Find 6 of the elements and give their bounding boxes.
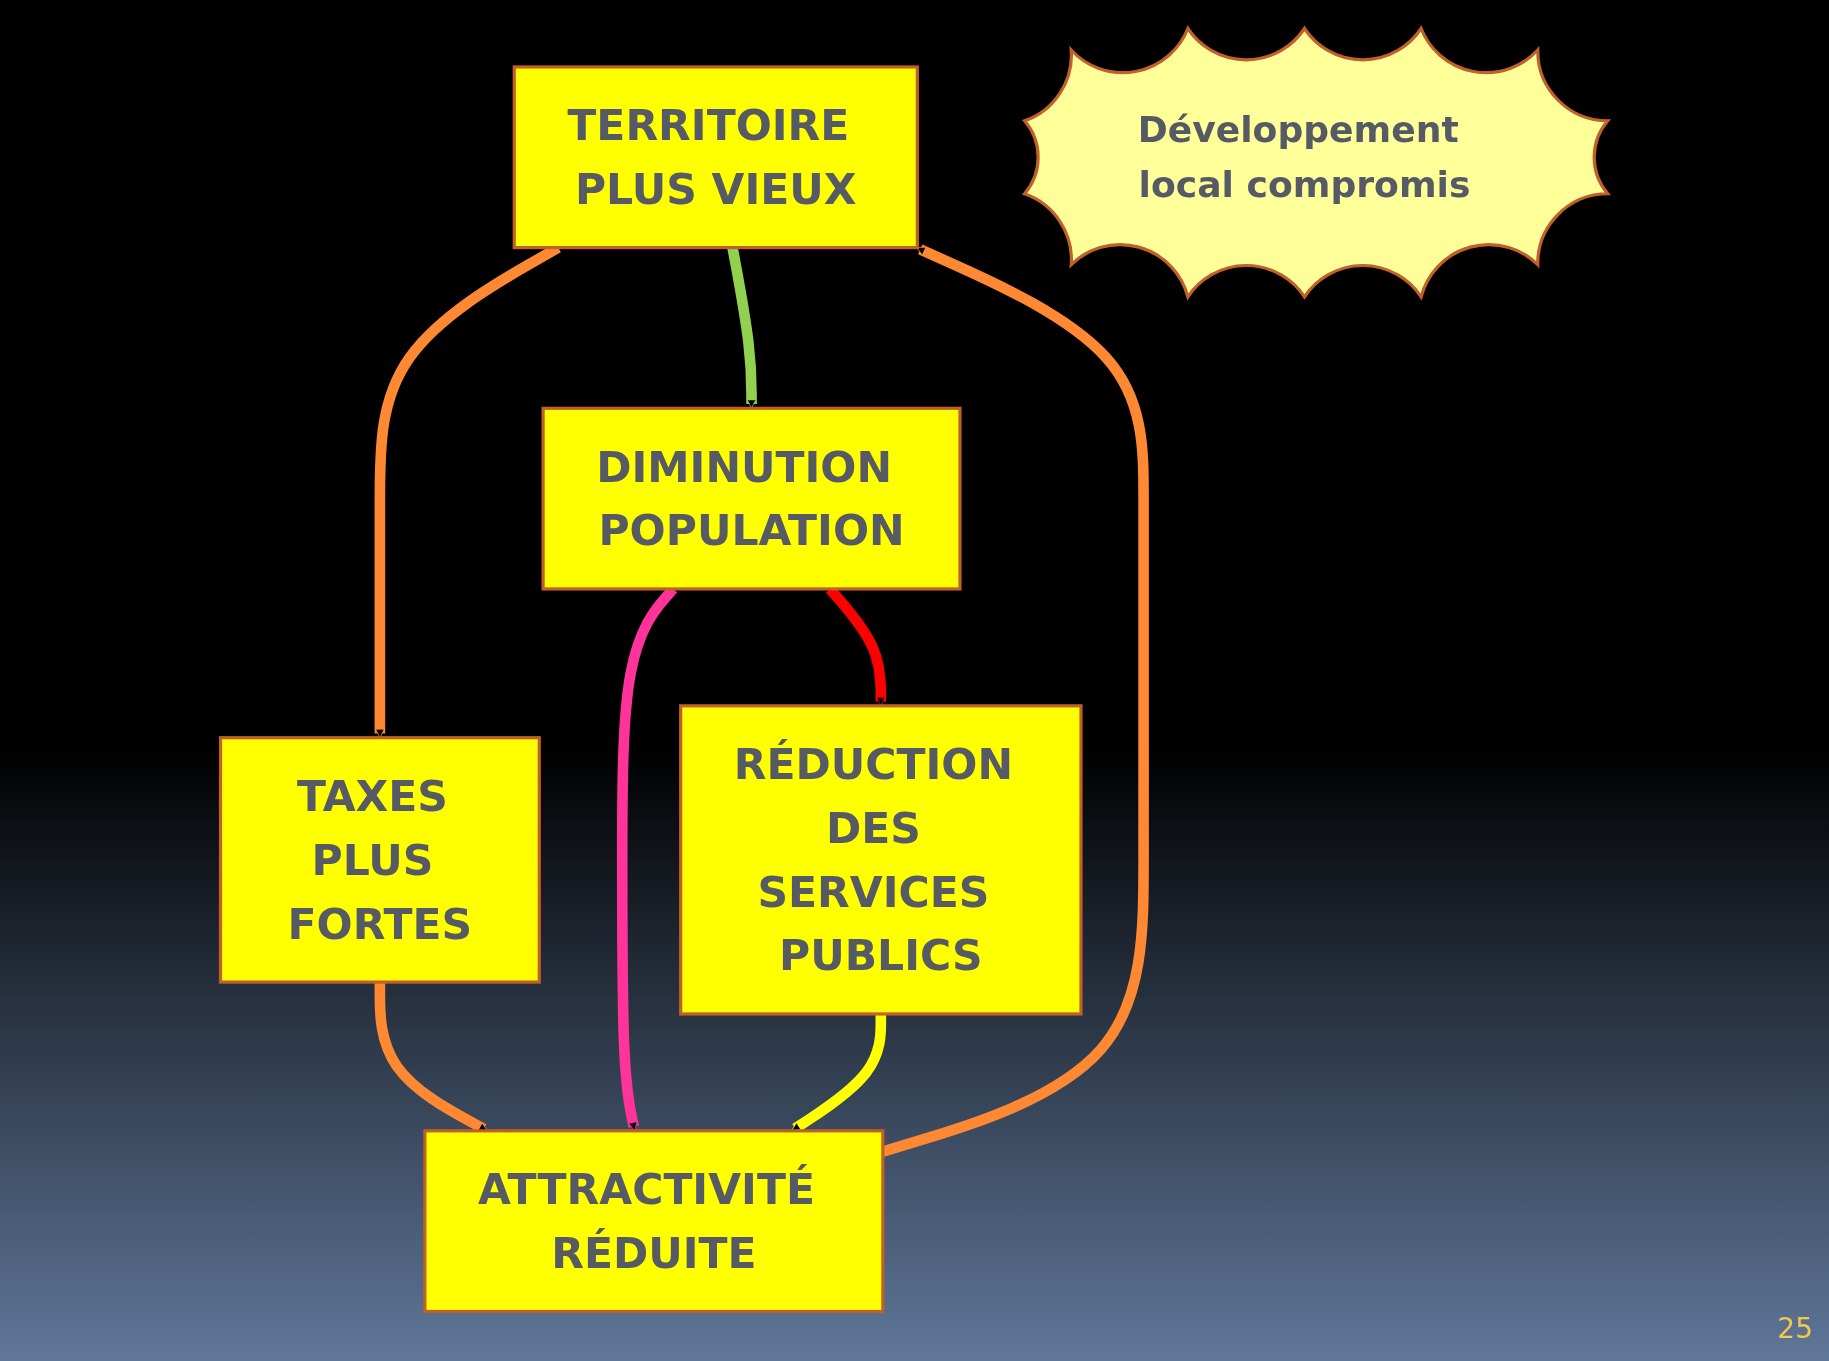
node-box: TERRITOIRE PLUS VIEUX (513, 65, 920, 250)
node-box: ATTRACTIVITÉ RÉDUITE (423, 1129, 885, 1314)
node-box: DIMINUTION POPULATION (541, 406, 962, 591)
page-number: 25 (1777, 1312, 1813, 1345)
node-box: TAXES PLUS FORTES (219, 736, 542, 984)
node-box: RÉDUCTION DES SERVICES PUBLICS (679, 704, 1083, 1016)
